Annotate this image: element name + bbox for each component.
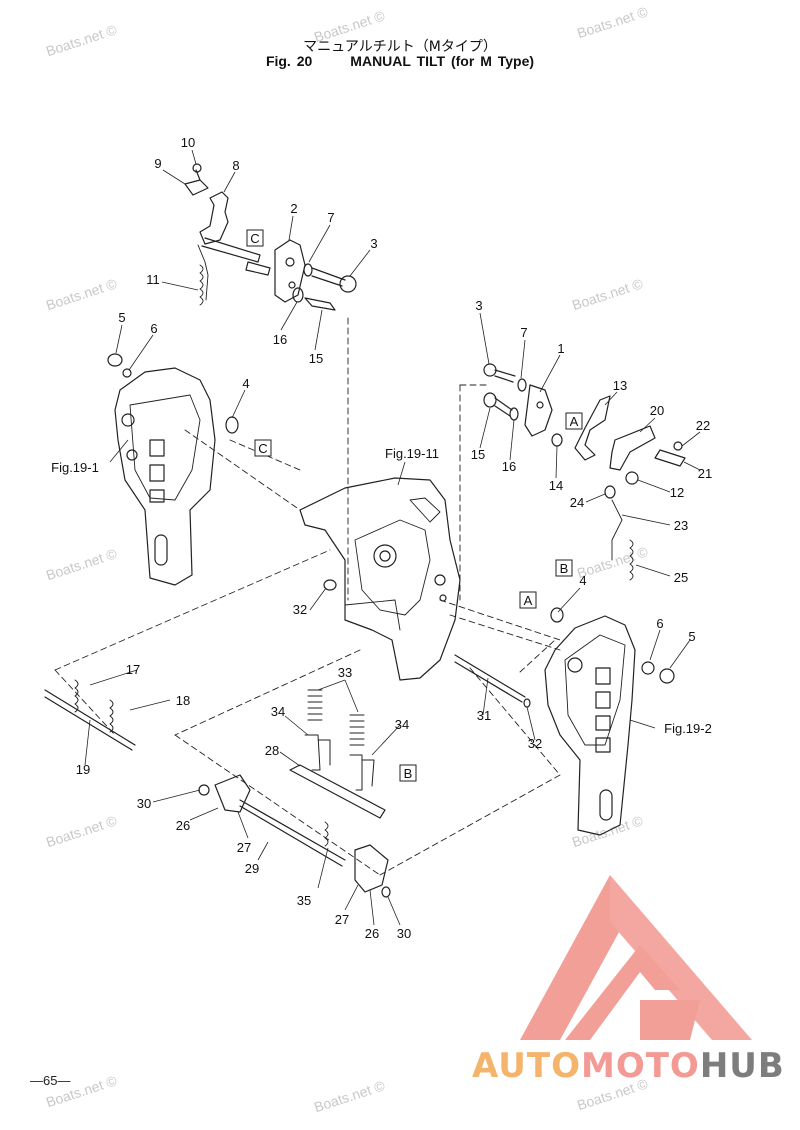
callout-numbers: 10 9 8 2 7 3 11 16 15 5 6 4 Fig.19-1 Fig… [51, 135, 712, 941]
callout-2: 2 [290, 201, 297, 216]
svg-text:C: C [258, 441, 267, 456]
page-number: —65— [30, 1073, 71, 1088]
callout-16: 16 [502, 459, 516, 474]
callout-18: 18 [176, 693, 190, 708]
callout-22: 22 [696, 418, 710, 433]
callout-29: 29 [245, 861, 259, 876]
callout-10: 10 [181, 135, 195, 150]
right-upper-assembly [483, 363, 686, 581]
shaft-31 [454, 654, 526, 703]
callout-26: 26 [365, 926, 379, 941]
svg-text:B: B [560, 561, 569, 576]
callout-26: 26 [176, 818, 190, 833]
box-b-low: B [399, 764, 417, 782]
callout-6: 6 [656, 616, 663, 631]
box-c-top: C [246, 229, 264, 247]
automotohub-logo-icon [520, 875, 752, 1040]
callout-14: 14 [549, 478, 563, 493]
callout-7: 7 [520, 325, 527, 340]
callout-33: 33 [338, 665, 352, 680]
callout-30: 30 [397, 926, 411, 941]
callout-34: 34 [271, 704, 285, 719]
ref-fig19-2: Fig.19-2 [664, 721, 712, 736]
callout-28: 28 [265, 743, 279, 758]
center-casting [299, 477, 461, 681]
callout-8: 8 [232, 158, 239, 173]
callout-5: 5 [688, 629, 695, 644]
callout-12: 12 [670, 485, 684, 500]
svg-text:A: A [524, 593, 533, 608]
box-a-top: A [565, 412, 583, 430]
callout-15: 15 [471, 447, 485, 462]
callout-7: 7 [327, 210, 334, 225]
callout-9: 9 [154, 156, 161, 171]
lower-links [198, 774, 391, 898]
automotohub-logo-text: AUTOMOTOHUB [472, 1046, 785, 1086]
callout-32: 32 [293, 602, 307, 617]
ref-fig19-11: Fig.19-11 [385, 446, 439, 461]
box-c-left: C [254, 439, 272, 457]
figure-number: Fig. 20 [265, 53, 313, 69]
callout-31: 31 [477, 708, 491, 723]
callout-16: 16 [273, 332, 287, 347]
callout-27: 27 [335, 912, 349, 927]
callout-23: 23 [674, 518, 688, 533]
svg-text:C: C [250, 231, 259, 246]
callout-17: 17 [126, 662, 140, 677]
callout-32: 32 [528, 736, 542, 751]
box-b-mid: B [555, 559, 573, 577]
left-bracket [107, 353, 239, 586]
callout-4: 4 [242, 376, 249, 391]
springs-33 [304, 689, 375, 791]
right-bracket [544, 607, 675, 836]
callout-27: 27 [237, 840, 251, 855]
figure-title: MANUAL TILT (for M Type) [350, 53, 535, 69]
callout-1: 1 [557, 341, 564, 356]
callout-21: 21 [698, 466, 712, 481]
callout-11: 11 [146, 272, 160, 287]
callout-6: 6 [150, 321, 157, 336]
plate-28 [289, 764, 386, 819]
upper-lever-assembly [184, 163, 357, 311]
assembly-lines [54, 317, 561, 876]
callout-25: 25 [674, 570, 688, 585]
callout-20: 20 [650, 403, 664, 418]
callout-35: 35 [297, 893, 311, 908]
callout-5: 5 [118, 310, 125, 325]
title-japanese: マニュアルチルト（Mタイプ） [303, 39, 497, 55]
callout-19: 19 [76, 762, 90, 777]
callout-34: 34 [395, 717, 409, 732]
ref-fig19-1: Fig.19-1 [51, 460, 99, 475]
callout-15: 15 [309, 351, 323, 366]
callout-3: 3 [370, 236, 377, 251]
callout-24: 24 [570, 495, 584, 510]
title-english: Fig. 20 MANUAL TILT (for M Type) [0, 53, 800, 69]
callout-3: 3 [475, 298, 482, 313]
svg-text:A: A [570, 414, 579, 429]
left-shaft-assembly [44, 679, 136, 751]
svg-text:B: B [404, 766, 413, 781]
callout-30: 30 [137, 796, 151, 811]
callout-13: 13 [613, 378, 627, 393]
box-a-mid: A [519, 591, 537, 609]
callout-4: 4 [579, 573, 586, 588]
